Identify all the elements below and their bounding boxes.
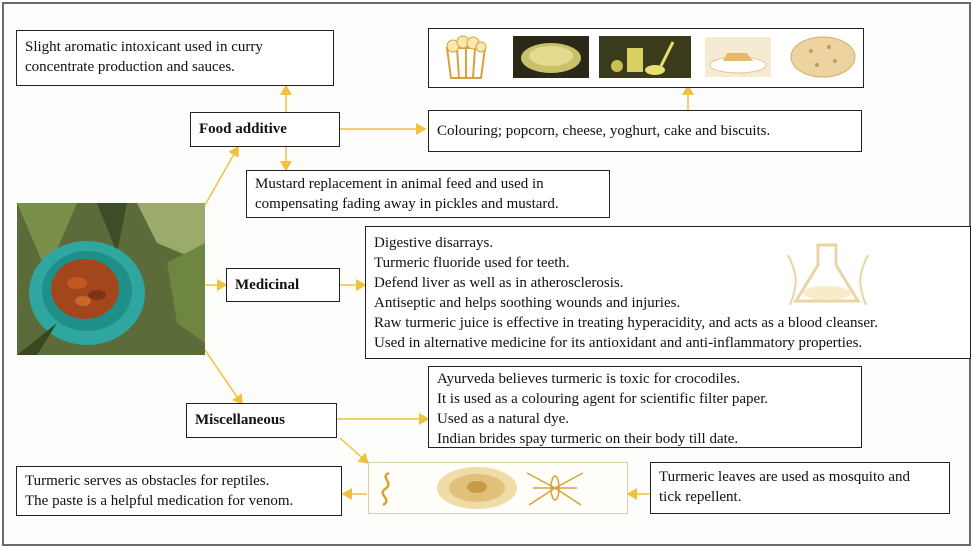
arrow-photo-food <box>205 147 238 205</box>
reptiles-line: The paste is a helpful medication for ve… <box>25 491 333 511</box>
medicinal-line: Used in alternative medicine for its ant… <box>374 333 962 353</box>
yoghurt-icon <box>599 36 691 78</box>
mosquito-line: tick repellent. <box>659 487 941 507</box>
curry-box: Slight aromatic intoxicant used in curry… <box>16 30 334 86</box>
reptiles-line: Turmeric serves as obstacles for reptile… <box>25 471 333 491</box>
mosquito-line: Turmeric leaves are used as mosquito and <box>659 467 941 487</box>
mustard-line: compensating fading away in pickles and … <box>255 194 601 214</box>
medicine-flask-icon <box>778 235 878 315</box>
cake-icon <box>705 37 771 77</box>
turmeric-root-icon <box>435 465 519 511</box>
node-medicinal: Medicinal <box>226 268 340 302</box>
colouring-box: Colouring; popcorn, cheese, yoghurt, cak… <box>428 110 862 152</box>
node-food-additive: Food additive <box>190 112 340 147</box>
reptiles-box: Turmeric serves as obstacles for reptile… <box>16 466 342 516</box>
colouring-line: Colouring; popcorn, cheese, yoghurt, cak… <box>437 121 853 141</box>
node-food-additive-label: Food additive <box>199 121 287 138</box>
biscuit-icon <box>789 35 857 79</box>
arrow-misc-strip <box>340 438 368 463</box>
curry-line: Slight aromatic intoxicant used in curry <box>25 37 325 57</box>
turmeric-photo <box>17 203 205 355</box>
mustard-box: Mustard replacement in animal feed and u… <box>246 170 610 218</box>
snake-icon <box>375 471 399 507</box>
node-medicinal-label: Medicinal <box>235 277 299 294</box>
arrow-photo-misc <box>205 350 242 404</box>
node-miscellaneous-label: Miscellaneous <box>195 412 285 429</box>
cheese-icon <box>513 36 589 78</box>
mustard-line: Mustard replacement in animal feed and u… <box>255 174 601 194</box>
medicinal-uses-box: Digestive disarrays. Turmeric fluoride u… <box>365 226 971 359</box>
popcorn-icon <box>437 34 495 80</box>
misc-line: It is used as a colouring agent for scie… <box>437 389 853 409</box>
misc-line: Used as a natural dye. <box>437 409 853 429</box>
misc-line: Ayurveda believes turmeric is toxic for … <box>437 369 853 389</box>
mosquito-icon <box>523 465 587 511</box>
node-miscellaneous: Miscellaneous <box>186 403 337 438</box>
misc-line: Indian brides spay turmeric on their bod… <box>437 429 853 449</box>
medicinal-line: Raw turmeric juice is effective in treat… <box>374 313 962 333</box>
curry-line: concentrate production and sauces. <box>25 57 325 77</box>
misc-uses-box: Ayurveda believes turmeric is toxic for … <box>428 366 862 448</box>
food-images-strip <box>428 28 864 88</box>
remedy-images-strip <box>368 462 628 514</box>
mosquito-box: Turmeric leaves are used as mosquito and… <box>650 462 950 514</box>
